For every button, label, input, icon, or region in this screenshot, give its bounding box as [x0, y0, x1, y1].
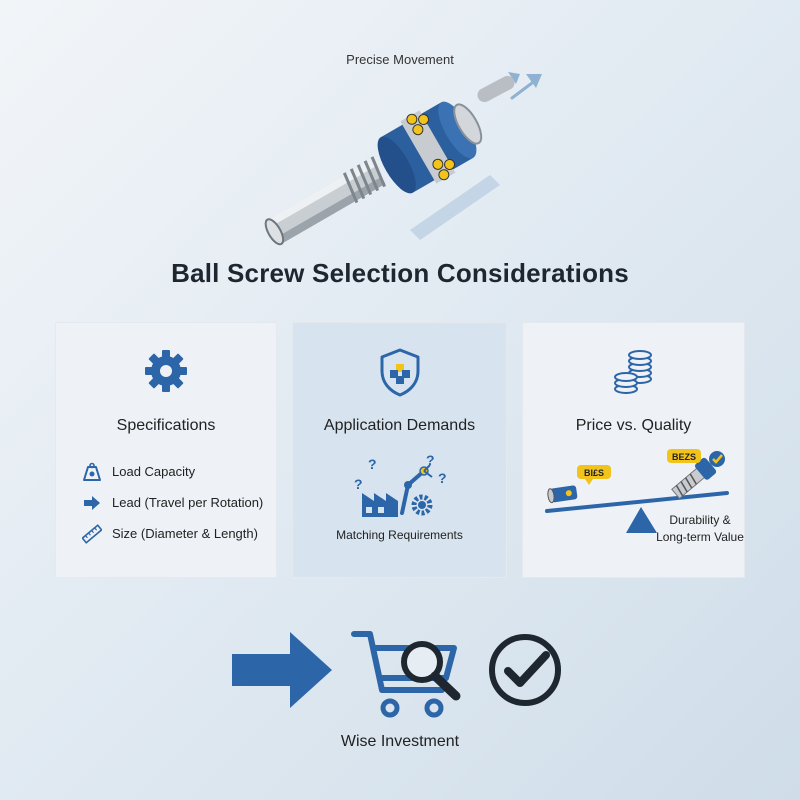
svg-text:?: ? [438, 470, 447, 486]
svg-text:?: ? [354, 476, 363, 492]
shield-icon [380, 348, 419, 397]
coins-icon [613, 350, 652, 394]
price-tag-right: BEZS [672, 452, 696, 462]
svg-text:?: ? [368, 456, 377, 472]
svg-text:?: ? [426, 452, 435, 468]
weight-icon [83, 462, 101, 481]
spec-item-size: Size (Diameter & Length) [82, 518, 268, 549]
spec-item-label: Load Capacity [112, 464, 196, 479]
spec-list: Load Capacity Lead (Travel per Rotation)… [82, 456, 268, 549]
spec-item-label: Size (Diameter & Length) [112, 526, 258, 541]
arrow-right-icon [84, 495, 100, 510]
hero-caption: Precise Movement [346, 52, 454, 67]
spec-item-lead: Lead (Travel per Rotation) [82, 487, 268, 518]
spec-item-label: Lead (Travel per Rotation) [112, 495, 264, 510]
ruler-icon [82, 523, 102, 544]
card-application-demands: Application Demands ???? Matching Requir… [292, 322, 507, 578]
factory-robot-icon: ???? [354, 452, 447, 517]
card-title-price: Price vs. Quality [575, 417, 692, 434]
card-specifications: Specifications Load Capacity Lead (Trave… [55, 322, 277, 578]
price-note: Durability & Long-term Value [656, 513, 744, 544]
bottom-caption: Wise Investment [340, 733, 460, 750]
price-tag-left: BI£S [584, 468, 604, 478]
ball-screw-illustration [264, 72, 542, 246]
cart-search-icon [351, 631, 461, 718]
card-title-specifications: Specifications [116, 417, 216, 434]
arrow-right-icon [232, 632, 332, 708]
balance-scale-icon: BI£S BEZS [545, 449, 729, 533]
page-title: Ball Screw Selection Considerations [171, 258, 629, 288]
application-note: Matching Requirements [336, 528, 463, 542]
checkmark-icon [489, 634, 561, 706]
spec-item-load-capacity: Load Capacity [82, 456, 268, 487]
card-price-quality: Price vs. Quality BI£S BEZS [522, 322, 745, 578]
card-title-application: Application Demands [323, 417, 476, 434]
gear-icon [145, 350, 187, 392]
